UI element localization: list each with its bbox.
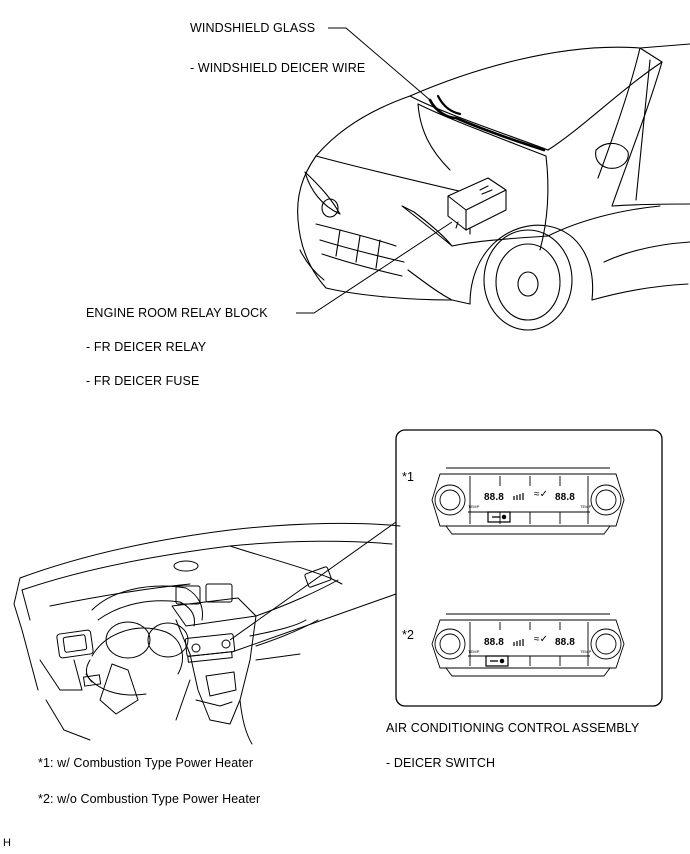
panel1-display-right: 88.8 (555, 492, 575, 503)
marker-variant-2: *2 (402, 628, 415, 642)
leader-lines-car (296, 28, 452, 313)
panel2-display-left: 88.8 (484, 637, 504, 648)
label-windshield-deicer-wire: - WINDSHIELD DEICER WIRE (190, 61, 366, 75)
temp-knob-left-2 (435, 629, 465, 659)
marker-variant-1: *1 (402, 470, 415, 484)
deicer-switch-2 (486, 656, 508, 666)
ac-panel-2 (432, 614, 624, 676)
panel2-temp-label-left: TEMP (468, 649, 480, 654)
temp-knob-right-2 (591, 629, 621, 659)
ac-panel-1 (432, 468, 624, 534)
label-engine-room-relay-block: ENGINE ROOM RELAY BLOCK (86, 306, 268, 320)
dashboard-illustration (14, 523, 400, 744)
deicer-switch-1 (488, 512, 510, 522)
footer-code: H (3, 837, 12, 849)
panel2-mode-icon: ≈✓ (534, 634, 549, 645)
temp-knob-left (435, 485, 465, 515)
panel1-temp-label-left: TEMP (468, 504, 480, 509)
label-ac-control-assembly: AIR CONDITIONING CONTROL ASSEMBLY (386, 721, 640, 735)
panel1-display-left: 88.8 (484, 492, 504, 503)
label-fr-deicer-relay: - FR DEICER RELAY (86, 340, 207, 354)
panel2-display-right: 88.8 (555, 637, 575, 648)
label-deicer-switch: - DEICER SWITCH (386, 756, 496, 770)
temp-knob-right (591, 485, 621, 515)
legend-note-2: *2: w/o Combustion Type Power Heater (38, 792, 261, 806)
label-windshield-glass: WINDSHIELD GLASS (190, 21, 316, 35)
legend-note-1: *1: w/ Combustion Type Power Heater (38, 756, 254, 770)
callout-box (396, 430, 662, 706)
vehicle-illustration (298, 44, 690, 330)
panel2-temp-label-right: TEMP (580, 649, 592, 654)
panel1-mode-icon: ≈✓ (534, 489, 549, 500)
label-fr-deicer-fuse: - FR DEICER FUSE (86, 374, 200, 388)
panel1-temp-label-right: TEMP (580, 504, 592, 509)
leader-lines-panel (230, 522, 396, 652)
